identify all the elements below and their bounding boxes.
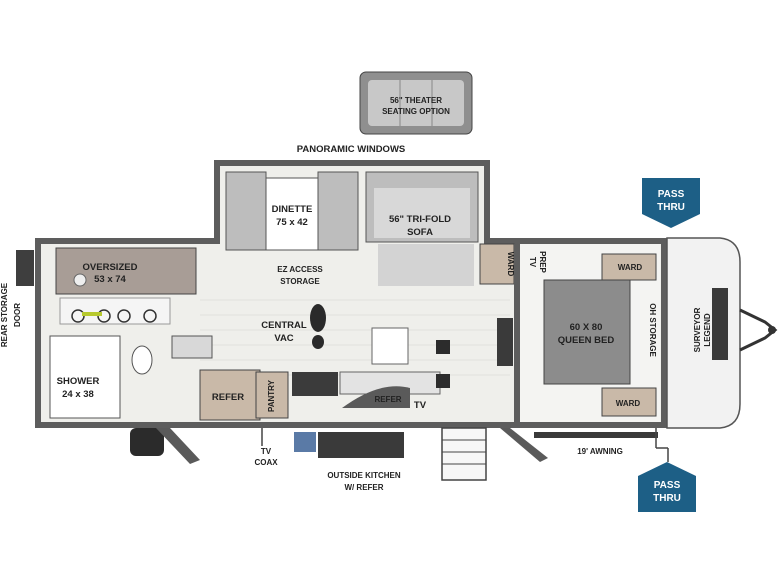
tv-kitchen-label: TV — [414, 400, 427, 411]
ward-top-label: WARD — [618, 263, 643, 272]
awning-label: 19' AWNING — [577, 447, 623, 456]
refer-label: REFER — [212, 392, 244, 403]
oversized-storage: OVERSIZED 53 x 74 — [55, 247, 197, 325]
refer-island-label: REFER — [374, 395, 401, 404]
rear-storage-label-1: REAR STORAGE — [0, 282, 9, 347]
front-cap: SURVEYOR LEGEND — [666, 237, 778, 429]
stove — [292, 372, 338, 396]
tv-coax-label-1: TV — [261, 447, 272, 456]
wheel — [130, 428, 164, 456]
pantry-label: PANTRY — [267, 379, 276, 412]
entry-steps — [441, 427, 487, 481]
shower-label-2: 24 x 38 — [62, 389, 94, 400]
queen-bed-label-2: QUEEN BED — [558, 335, 615, 346]
bear-icon — [73, 273, 87, 287]
tv-prep-label-2: PREP — [538, 251, 547, 273]
brand-label-2: LEGEND — [703, 313, 712, 347]
theater-seating-label-2: SEATING OPTION — [382, 107, 450, 116]
ward-front-label: WARD — [506, 252, 515, 277]
theater-seating-option: 56" THEATER SEATING OPTION — [359, 71, 473, 135]
tv-prep-label-1: TV — [528, 257, 537, 268]
central-vac-label-2: VAC — [274, 333, 293, 344]
sink — [371, 327, 409, 365]
pass-thru-top-label-2: THRU — [657, 202, 685, 213]
ward-bottom-label: WARD — [616, 399, 641, 408]
trifold-sofa-label-2: SOFA — [407, 227, 433, 238]
pass-thru-top-label-1: PASS — [658, 189, 685, 200]
rear-storage-door: REAR STORAGE DOOR — [0, 250, 34, 347]
trifold-sofa-label-1: 56" TRI-FOLD — [389, 214, 451, 225]
toilet-icon — [131, 345, 153, 375]
kitchen: REFER PANTRY REFER TV — [199, 318, 513, 421]
central-vac-label-1: CENTRAL — [261, 320, 307, 331]
pass-thru-badge-bottom: PASS THRU — [638, 462, 696, 512]
pass-thru-bottom-label-1: PASS — [654, 480, 681, 491]
outside-kitchen-label-1: OUTSIDE KITCHEN — [327, 471, 401, 480]
boot-icon — [310, 304, 326, 349]
outside-kitchen-label-2: W/ REFER — [344, 483, 383, 492]
theater-seating-label-1: 56" THEATER — [390, 96, 442, 105]
oversized-label-1: OVERSIZED — [83, 262, 138, 273]
oversized-label-2: 53 x 74 — [94, 274, 126, 285]
dinette: DINETTE 75 x 42 — [225, 171, 359, 251]
ez-access-label-2: STORAGE — [280, 277, 320, 286]
ez-access-label-1: EZ ACCESS — [277, 265, 323, 274]
dinette-label-2: 75 x 42 — [276, 217, 308, 228]
bathroom: SHOWER 24 x 38 — [49, 335, 213, 419]
tv-coax-label-2: COAX — [254, 458, 278, 467]
rear-storage-label-2: DOOR — [13, 303, 22, 327]
pass-thru-badge-top: PASS THRU — [642, 178, 700, 228]
queen-bed-label-1: 60 X 80 — [570, 322, 603, 333]
dinette-label-1: DINETTE — [272, 204, 313, 215]
ward-front: WARD — [479, 243, 515, 285]
bedroom: 60 X 80 QUEEN BED WARD WARD TV PREP OH S… — [514, 244, 660, 422]
brand-label-1: SURVEYOR — [693, 307, 702, 352]
pass-thru-bottom-label-2: THRU — [653, 493, 681, 504]
exterior-features: TV COAX OUTSIDE KITCHEN W/ REFER 19' AWN… — [130, 427, 658, 492]
oh-storage-label: OH STORAGE — [648, 303, 657, 357]
shower-label-1: SHOWER — [57, 376, 100, 387]
panoramic-windows-label: PANORAMIC WINDOWS — [297, 144, 406, 155]
trifold-sofa: 56" TRI-FOLD SOFA — [365, 171, 479, 286]
tv-unit — [497, 318, 513, 366]
